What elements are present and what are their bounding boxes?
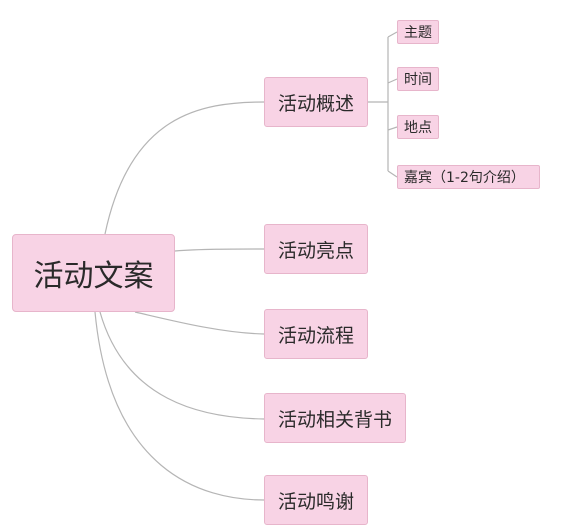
root-node: 活动文案: [12, 234, 175, 312]
branch-node-label: 活动鸣谢: [277, 490, 354, 513]
connector-flow: [134, 311, 265, 335]
branch-node-endorsement: 活动相关背书: [264, 393, 406, 443]
connector-thanks: [94, 311, 265, 501]
connector-endorsement: [99, 311, 265, 420]
root-node-label: 活动文案: [33, 259, 154, 294]
leaf-node-label: 时间: [404, 72, 432, 88]
branch-node-flow: 活动流程: [264, 309, 368, 359]
branch-node-label: 活动流程: [277, 324, 354, 347]
connector-highlights: [174, 248, 265, 252]
connector-overview-bracket: [368, 31, 398, 178]
leaf-node-label: 主题: [404, 25, 432, 41]
leaf-node-label: 嘉宾（1-2句介绍）: [404, 170, 525, 186]
branch-node-label: 活动相关背书: [277, 408, 392, 431]
branch-node-highlights: 活动亮点: [264, 224, 368, 274]
leaf-node-theme: 主题: [397, 20, 439, 44]
leaf-node-time: 时间: [397, 67, 439, 91]
branch-node-thanks: 活动鸣谢: [264, 475, 368, 525]
branch-node-label: 活动概述: [277, 92, 354, 115]
leaf-node-label: 地点: [404, 120, 432, 136]
branch-node-overview: 活动概述: [264, 77, 368, 127]
leaf-node-guests: 嘉宾（1-2句介绍）: [397, 165, 540, 189]
connector-overview: [104, 101, 265, 235]
leaf-node-location: 地点: [397, 115, 439, 139]
branch-node-label: 活动亮点: [277, 239, 354, 262]
